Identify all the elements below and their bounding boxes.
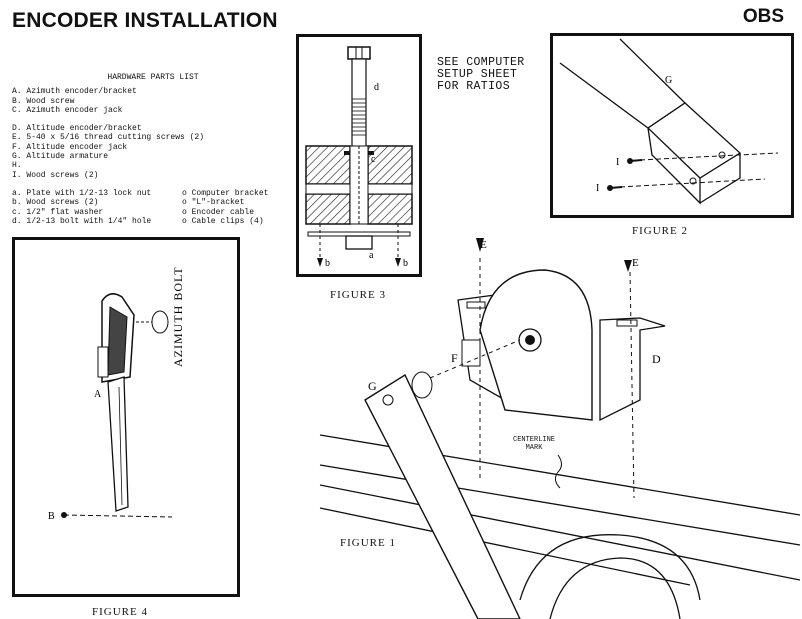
parts-item: G. Altitude armature (12, 152, 109, 162)
parts-item: c. 1/2" flat washer (12, 207, 104, 217)
parts-item: o Cable clips (4) (182, 216, 264, 226)
page-title: ENCODER INSTALLATION (12, 9, 278, 32)
parts-item: b. Wood screws (2) (12, 198, 99, 208)
parts-item: B. Wood screw (12, 96, 75, 106)
fig2-label-g: G (665, 75, 672, 86)
parts-item: H. (12, 161, 22, 171)
fig2-label-i2: I (596, 183, 599, 194)
figure-2-caption: FIGURE 2 (632, 225, 688, 237)
parts-item: D. Altitude encoder/bracket (12, 124, 142, 134)
fig3-label-d: d (374, 82, 379, 93)
figure-3-drawing: d c a b b (305, 46, 413, 269)
fig3-label-c: c (371, 154, 376, 165)
fig3-label-a: a (369, 250, 374, 261)
ratios-note: SEE COMPUTER SETUP SHEET FOR RATIOS (437, 56, 525, 93)
figure-3-caption: FIGURE 3 (330, 289, 386, 301)
fig1-label-d: D (652, 352, 661, 366)
fig3-label-b1: b (325, 258, 330, 269)
parts-item: A. Azimuth encoder/bracket (12, 87, 137, 97)
figure-1-caption: FIGURE 1 (340, 537, 396, 549)
parts-item: a. Plate with 1/2-13 lock nut (12, 188, 152, 198)
fig1-label-g: G (368, 379, 377, 393)
fig3-label-b2: b (403, 258, 408, 269)
parts-item: F. Altitude encoder jack (12, 142, 128, 152)
figure-2-drawing: G I I (559, 38, 779, 205)
figure-4-caption: FIGURE 4 (92, 606, 148, 618)
figure-4-frame: A B AZIMUTH BOLT (12, 237, 240, 597)
fig1-label-e2: E (632, 257, 639, 269)
hardware-parts-list: HARDWARE PARTS LIST A. Azimuth encoder/b… (12, 73, 294, 226)
parts-list-heading: HARDWARE PARTS LIST (107, 73, 199, 82)
fig1-label-e1: E (480, 239, 487, 251)
fig4-label-azimuth-bolt: AZIMUTH BOLT (171, 266, 185, 367)
parts-item: E. 5-40 x 5/16 thread cutting screws (2) (12, 133, 205, 143)
figure-4-drawing: A B AZIMUTH BOLT (48, 266, 185, 522)
figure-2-frame: G I I (550, 33, 794, 218)
parts-item: C. Azimuth encoder jack (12, 105, 123, 115)
brand-logo-text: OBS (742, 6, 784, 27)
fig4-label-b: B (48, 511, 55, 522)
figure-3-frame: d c a b b (296, 34, 422, 277)
fig2-label-i1: I (616, 157, 619, 168)
parts-item: o Computer bracket (182, 188, 269, 198)
fig1-label-f: F (451, 351, 458, 365)
parts-item: o Encoder cable (182, 207, 255, 217)
parts-item: o "L"-bracket (182, 198, 245, 208)
parts-item: d. 1/2-13 bolt with 1/4" hole (12, 216, 152, 226)
parts-item: I. Wood screws (2) (12, 170, 99, 180)
centerline-mark-label: CENTERLINE MARK (513, 436, 556, 452)
fig4-label-a: A (94, 389, 102, 400)
